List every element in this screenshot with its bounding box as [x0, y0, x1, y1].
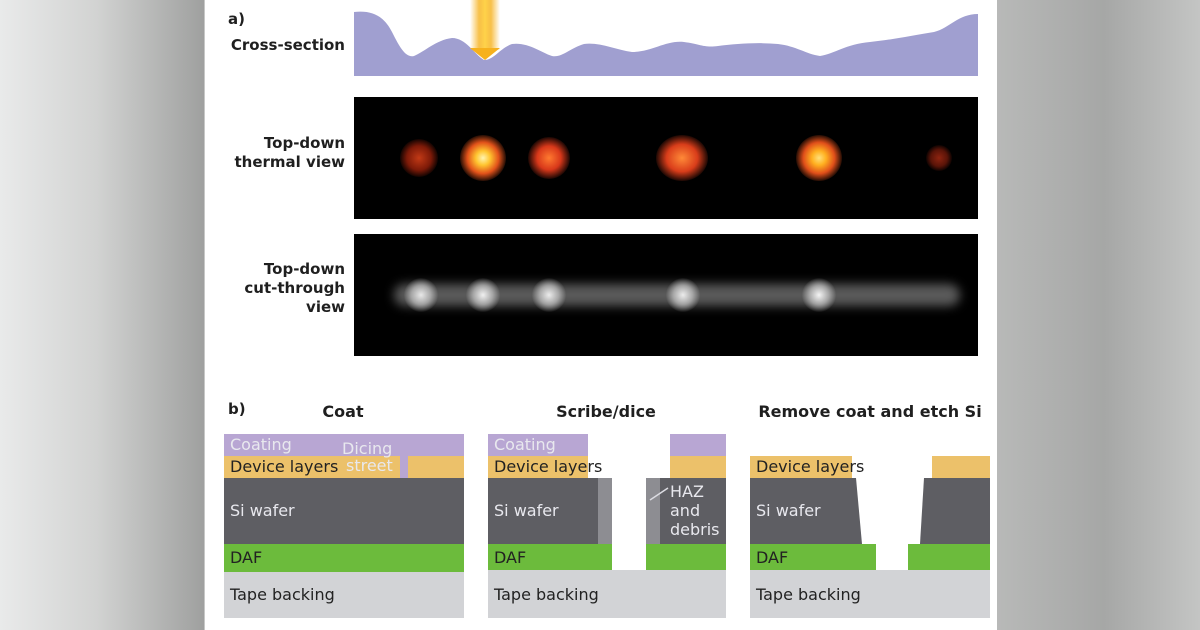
coating-text: Coating — [230, 435, 292, 454]
coat-title: Coat — [322, 402, 364, 421]
device-layer-left — [224, 456, 400, 478]
hot-spot — [528, 137, 570, 179]
thermal-label: Top-down thermal view — [195, 134, 346, 172]
coating-layer — [224, 434, 464, 456]
coating-layer-right — [670, 434, 726, 456]
si-wafer-text: Si wafer — [494, 501, 559, 520]
device-layer-left — [750, 456, 852, 478]
hot-spot — [400, 139, 438, 177]
hot-spot — [926, 145, 952, 171]
cut-spot — [802, 278, 836, 312]
cut-spot — [666, 278, 700, 312]
hot-spot — [796, 135, 842, 181]
si-wafer-right — [660, 478, 726, 544]
cut-label-line3: view — [306, 298, 345, 316]
cut-through-strip — [354, 234, 978, 356]
cut-label-line2: cut-through — [244, 279, 345, 297]
dicing-street — [400, 456, 408, 478]
device-layer-right — [670, 456, 726, 478]
daf-layer-right — [646, 544, 726, 570]
daf-layer-left — [750, 544, 876, 570]
dicing-street-text: Dicing street — [342, 440, 393, 474]
part-b-label: b) — [228, 400, 246, 418]
tape-backing-text: Tape backing — [230, 585, 335, 604]
cross-section-label: Cross-section — [230, 36, 345, 54]
hot-spot — [656, 135, 708, 181]
thermal-label-line2: thermal view — [234, 153, 346, 171]
haz-debris-text: HAZ and debris — [670, 482, 720, 539]
haz-right — [646, 478, 660, 544]
dicing-street-line1: Dicing — [342, 439, 393, 458]
cut-spot — [532, 278, 566, 312]
dicing-street-line2: street — [346, 456, 393, 475]
haz-text-line2: and — [670, 501, 701, 520]
device-layer-right — [408, 456, 464, 478]
si-wafer-text: Si wafer — [756, 501, 821, 520]
daf-layer-right — [908, 544, 990, 570]
si-wafer-layer — [224, 478, 464, 544]
device-layers-text: Device layers — [756, 457, 865, 476]
device-layers-text: Device layers — [230, 457, 339, 476]
haz-text-line3: debris — [670, 520, 720, 539]
device-layer-left — [488, 456, 588, 478]
tape-backing-text: Tape backing — [494, 585, 599, 604]
tape-backing-text: Tape backing — [756, 585, 861, 604]
haz-text-line1: HAZ — [670, 482, 704, 501]
cut-through-label: Top-down cut-through view — [195, 260, 345, 317]
tape-backing-layer — [488, 570, 726, 618]
device-layers-text: Device layers — [494, 457, 603, 476]
daf-text: DAF — [756, 548, 789, 567]
cut-label-line1: Top-down — [263, 260, 345, 278]
daf-text: DAF — [230, 548, 263, 567]
si-wafer-text: Si wafer — [230, 501, 295, 520]
hot-spot — [460, 135, 506, 181]
coating-layer-left — [488, 434, 588, 456]
daf-layer — [224, 544, 464, 572]
tape-backing-layer — [750, 570, 990, 618]
scribe-title: Scribe/dice — [556, 402, 656, 421]
cut-spot — [404, 278, 438, 312]
part-a-label: a) — [228, 10, 245, 28]
haz-left — [598, 478, 612, 544]
daf-text: DAF — [494, 548, 527, 567]
thermal-view-strip — [354, 97, 978, 219]
coating-text: Coating — [494, 435, 556, 454]
si-wafer-left — [488, 478, 598, 544]
device-layer-right — [932, 456, 990, 478]
daf-layer-left — [488, 544, 612, 570]
thermal-label-line1: Top-down — [263, 134, 345, 152]
cut-spot — [466, 278, 500, 312]
tape-backing-layer — [224, 572, 464, 618]
remove-title: Remove coat and etch Si — [758, 402, 982, 421]
